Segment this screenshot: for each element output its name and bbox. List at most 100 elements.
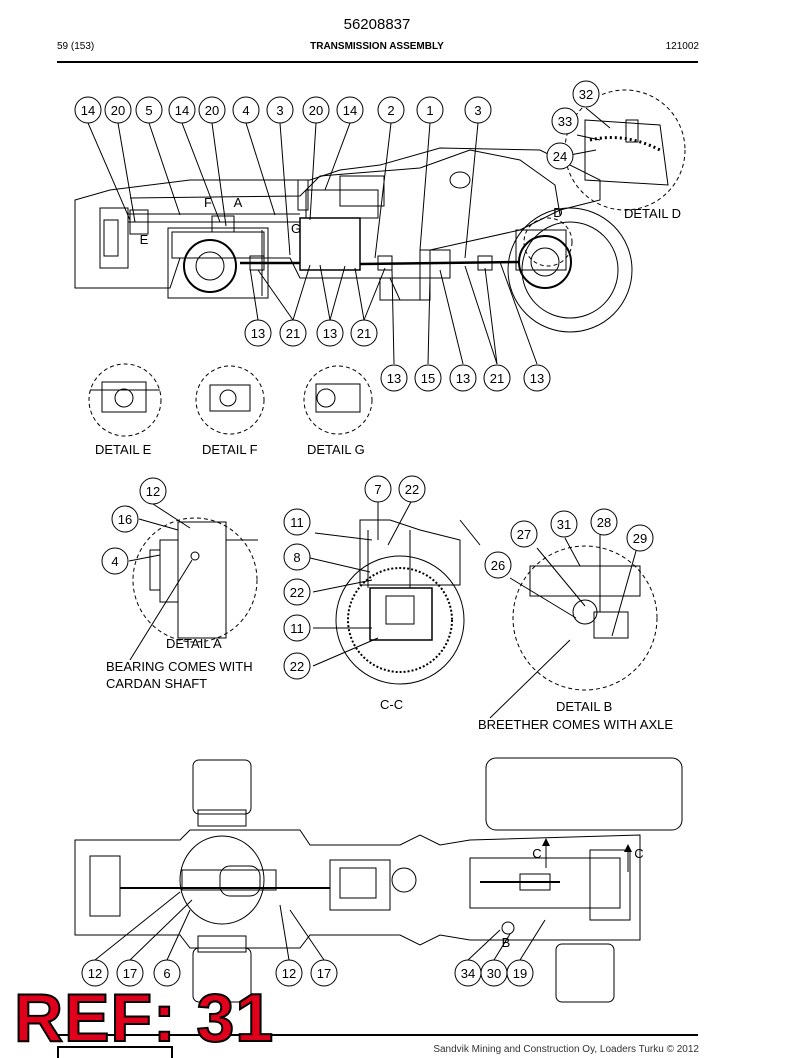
callout-number: 3 (474, 103, 481, 118)
callout-12: 12 (81, 959, 109, 987)
callout-21: 21 (279, 319, 307, 347)
caption-detail-e: DETAIL E (95, 442, 152, 457)
front-axle-bottom (179, 835, 265, 925)
caption-detail-a: DETAIL A (166, 636, 222, 651)
callout-number: 30 (487, 966, 501, 981)
callout-number: 27 (517, 527, 531, 542)
callout-circle (283, 652, 311, 680)
callout-13: 13 (244, 319, 272, 347)
doc-number: 56208837 (343, 16, 411, 33)
callout-14: 14 (74, 96, 102, 124)
callout-circle (135, 96, 163, 124)
callout-circle (101, 547, 129, 575)
callout-number: 22 (290, 659, 304, 674)
detail-g-circle (303, 365, 373, 435)
callout-circle (377, 96, 405, 124)
front-axle-hub-top (183, 239, 237, 293)
callout-22: 22 (283, 652, 311, 680)
callout-31: 31 (550, 510, 578, 538)
callout-27: 27 (510, 520, 538, 548)
page-number: 59 (153) (57, 41, 95, 52)
callout-number: 14 (81, 103, 95, 118)
callout-number: 34 (461, 966, 475, 981)
callout-circle (81, 959, 109, 987)
caption-detail-b: DETAIL B (556, 699, 613, 714)
callout-number: 13 (456, 371, 470, 386)
callout-number: 24 (553, 149, 567, 164)
callout-20: 20 (302, 96, 330, 124)
callout-circle (275, 959, 303, 987)
callout-29: 29 (626, 524, 654, 552)
callout-circle (266, 96, 294, 124)
detail-d-circle (564, 89, 686, 211)
callout-circle (380, 364, 408, 392)
callout-number: 20 (205, 103, 219, 118)
callout-34: 34 (454, 959, 482, 987)
callout-circle (398, 475, 426, 503)
section-cc-housing (359, 519, 461, 586)
callout-circle (104, 96, 132, 124)
detail-b-circle (512, 545, 658, 691)
callout-number: 13 (387, 371, 401, 386)
callout-number: 31 (557, 517, 571, 532)
callout-number: 11 (290, 515, 304, 530)
callout-circle (523, 364, 551, 392)
callout-circle (364, 475, 392, 503)
frame-outline-top (74, 147, 601, 301)
callout-circle (283, 578, 311, 606)
front-tyre-top (192, 759, 252, 815)
callout-circle (449, 364, 477, 392)
callout-circle (153, 959, 181, 987)
callout-number: 15 (421, 371, 435, 386)
callout-number: 5 (145, 103, 152, 118)
callout-circle (483, 364, 511, 392)
callout-circle (74, 96, 102, 124)
front-frame-box (99, 207, 129, 269)
callout-13: 13 (380, 364, 408, 392)
caption-detail-g: DETAIL G (307, 442, 365, 457)
front-tyre-bottom (192, 947, 252, 1003)
callout-3: 3 (464, 96, 492, 124)
callout-circle (546, 142, 574, 170)
callout-number: 16 (118, 512, 132, 527)
callout-number: 28 (597, 515, 611, 530)
rear-wheel-top (507, 207, 633, 333)
callout-13: 13 (523, 364, 551, 392)
callout-circle (484, 551, 512, 579)
callout-circle (414, 364, 442, 392)
callout-circle (198, 96, 226, 124)
callout-30: 30 (480, 959, 508, 987)
callout-number: 33 (558, 114, 572, 129)
callout-number: 13 (323, 326, 337, 341)
callout-number: 14 (175, 103, 189, 118)
callout-14: 14 (336, 96, 364, 124)
callout-number: 13 (530, 371, 544, 386)
callout-circle (232, 96, 260, 124)
callout-number: 19 (513, 966, 527, 981)
callout-number: 4 (242, 103, 249, 118)
callout-20: 20 (104, 96, 132, 124)
callout-4: 4 (101, 547, 129, 575)
callout-number: 17 (317, 966, 331, 981)
callout-circle (168, 96, 196, 124)
view-letter-c: C (634, 846, 643, 861)
callout-number: 20 (309, 103, 323, 118)
callout-circle (111, 505, 139, 533)
callout-number: 17 (123, 966, 137, 981)
callout-circle (310, 959, 338, 987)
callout-16: 16 (111, 505, 139, 533)
callout-number: 26 (491, 558, 505, 573)
callout-number: 32 (579, 87, 593, 102)
callout-12: 12 (275, 959, 303, 987)
view-letter-e: E (140, 232, 149, 247)
callout-circle (283, 543, 311, 571)
callout-number: 12 (88, 966, 102, 981)
callout-circle (350, 319, 378, 347)
callout-circle (506, 959, 534, 987)
frame-upper-top (129, 149, 471, 199)
callout-number: 6 (163, 966, 170, 981)
callout-circle (464, 96, 492, 124)
callout-13: 13 (449, 364, 477, 392)
callout-circle (244, 319, 272, 347)
